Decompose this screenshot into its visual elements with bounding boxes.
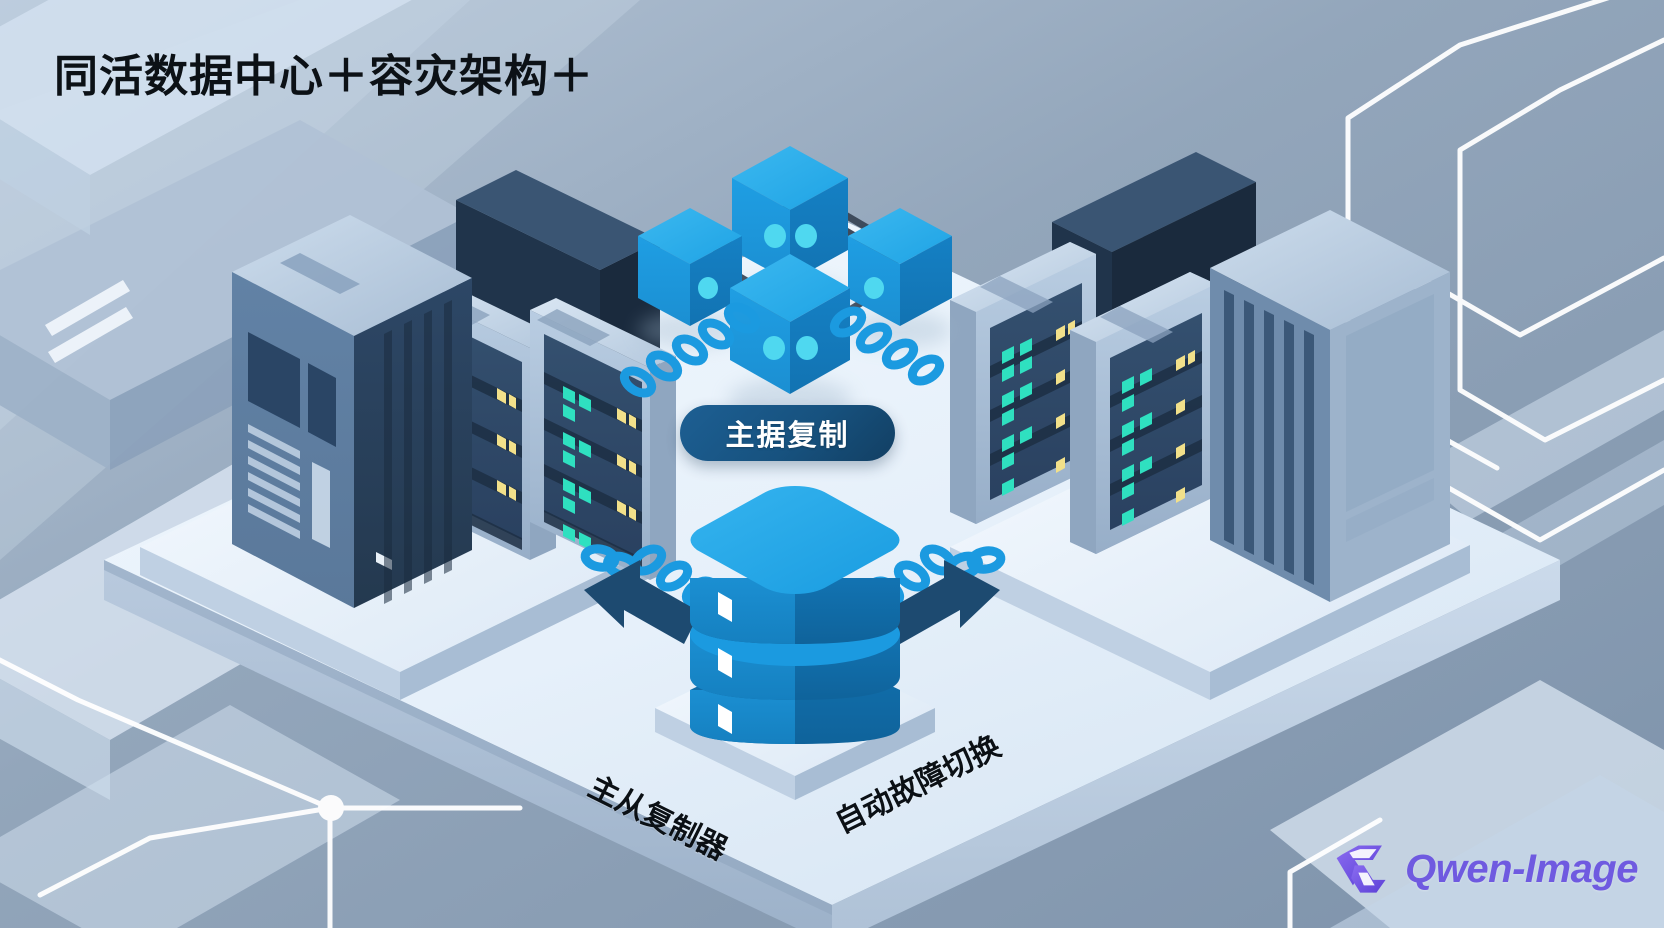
left-datacenter-building bbox=[232, 170, 676, 608]
rack-led-yellow bbox=[497, 388, 516, 501]
bg-bottom-left-slabs bbox=[0, 705, 400, 928]
right-rack-left bbox=[950, 242, 1096, 524]
left-main-tower bbox=[232, 215, 472, 608]
page-title: 同活数据中心＋容灾架构＋ bbox=[54, 52, 594, 101]
chain-upper-left bbox=[619, 302, 761, 398]
db-slot-indicators bbox=[718, 592, 732, 734]
replication-badge[interactable]: 主据复制 bbox=[680, 405, 895, 461]
failover-arrow-right bbox=[884, 560, 1000, 644]
chain-upper-right bbox=[829, 306, 945, 386]
replication-badge-label: 主据复制 bbox=[725, 420, 850, 452]
central-database-cylinder bbox=[690, 486, 900, 744]
watermark-text: Qwen-Image bbox=[1405, 846, 1638, 891]
blockchain-node-left bbox=[638, 208, 742, 326]
qwen-logo-icon bbox=[1336, 845, 1386, 893]
blockchain-node-top bbox=[732, 146, 848, 282]
right-rack-right bbox=[1070, 272, 1216, 554]
failover-arrows bbox=[584, 560, 1000, 644]
db-layer-top bbox=[690, 486, 900, 644]
bg-bottom-right-slabs bbox=[1270, 680, 1664, 928]
bg-dash-marks bbox=[45, 280, 133, 363]
watermark: Qwen-Image bbox=[1333, 840, 1638, 898]
right-main-tower bbox=[1210, 210, 1450, 602]
right-datacenter-building bbox=[950, 152, 1450, 602]
failover-arrow-left bbox=[584, 560, 700, 644]
blockchain-node-right bbox=[848, 208, 952, 326]
